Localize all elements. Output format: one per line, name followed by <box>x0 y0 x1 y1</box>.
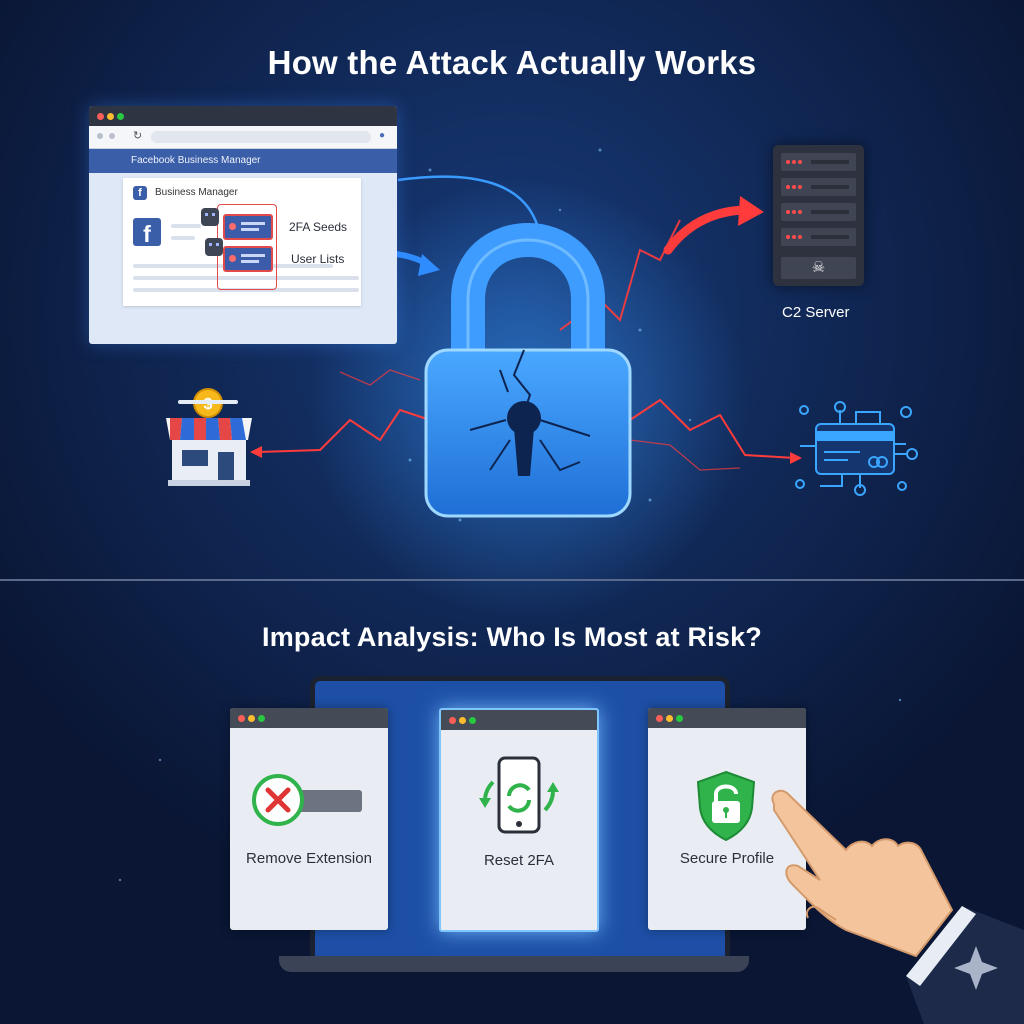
remove-extension-card[interactable]: Remove Extension <box>230 708 388 930</box>
server-icon: ☠ <box>773 145 864 286</box>
seeds-card <box>223 214 273 240</box>
server-rack <box>781 228 856 246</box>
window-titlebar <box>441 710 597 730</box>
facebook-icon: f <box>133 186 147 200</box>
svg-text:$: $ <box>204 396 213 413</box>
malware-bug-icon <box>201 208 219 226</box>
pointing-hand-icon <box>771 789 1024 1024</box>
laptop-base <box>279 956 749 972</box>
dollar-coin-icon: $ <box>178 388 238 418</box>
mic-icon: ● <box>379 130 386 141</box>
shield-lock-icon <box>696 770 756 842</box>
remove-extension-label: Remove Extension <box>246 850 372 867</box>
malware-bug-icon <box>205 238 223 256</box>
minimize-dot <box>107 113 114 120</box>
text-line <box>171 236 195 240</box>
lock-icon <box>424 223 632 518</box>
maximize-dot <box>117 113 124 120</box>
back-icon <box>97 133 103 139</box>
text-line <box>171 224 201 228</box>
panel-title: Business Manager <box>155 187 238 198</box>
server-rack <box>781 203 856 221</box>
facebook-logo-icon: f <box>133 218 161 247</box>
browser-window: ↻ ● Facebook Business Manager f Business… <box>89 106 397 344</box>
window-titlebar <box>230 708 388 728</box>
window-titlebar <box>648 708 806 728</box>
text-line <box>133 276 359 280</box>
forward-icon <box>109 133 115 139</box>
tab-label: Facebook Business Manager <box>131 155 261 166</box>
lists-label: User Lists <box>291 252 345 266</box>
section-title: Impact Analysis: Who Is Most at Risk? <box>262 622 762 652</box>
server-rack <box>781 153 856 171</box>
skull-icon: ☠ <box>781 257 856 279</box>
facebook-header: Facebook Business Manager <box>89 149 397 173</box>
browser-titlebar <box>89 106 397 126</box>
store-icon <box>166 418 252 486</box>
credit-card-icon <box>795 401 918 496</box>
sparkle-icon <box>954 946 998 990</box>
reset-2fa-card[interactable]: Reset 2FA <box>439 708 599 932</box>
secure-profile-label: Secure Profile <box>679 850 775 867</box>
address-bar: ↻ ● <box>89 126 397 149</box>
seeds-label: 2FA Seeds <box>289 220 348 234</box>
remove-x-icon <box>252 774 362 826</box>
lists-card <box>223 246 273 272</box>
page-title: How the Attack Actually Works <box>267 44 757 81</box>
server-rack <box>781 178 856 196</box>
server-label: C2 Server <box>782 304 850 321</box>
section-divider <box>0 579 1024 581</box>
url-field <box>151 131 371 143</box>
text-line <box>133 288 359 292</box>
business-manager-panel: f Business Manager f 2FA Seeds User List… <box>123 178 361 306</box>
phone-sync-icon <box>479 756 559 834</box>
close-dot <box>97 113 104 120</box>
reset-2fa-label: Reset 2FA <box>483 852 555 869</box>
reload-icon: ↻ <box>133 130 143 142</box>
